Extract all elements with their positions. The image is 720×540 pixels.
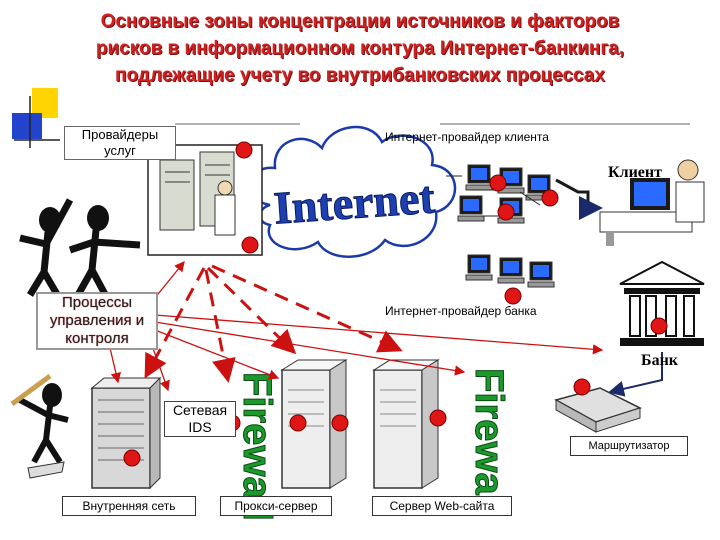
isp-bank-label: Интернет-провайдер банка xyxy=(385,304,537,318)
providers-picture xyxy=(147,144,263,256)
router-device xyxy=(554,387,642,433)
risk-dots xyxy=(123,141,668,467)
internet-cloud xyxy=(248,125,457,258)
proxy-label: Прокси-сервер xyxy=(220,496,332,516)
proxy-server-tower xyxy=(280,359,348,489)
client-person xyxy=(599,159,705,246)
risk-arrows xyxy=(109,260,604,392)
title-line-3: подлежащие учету во внутрибанковских про… xyxy=(115,65,605,86)
corner-decoration xyxy=(12,88,60,148)
processes-label: Процессы управления и контроля xyxy=(36,292,158,350)
title-line-1: Основные зоны концентрации источников и … xyxy=(100,11,620,32)
web-server-label: Сервер Web-сайта xyxy=(372,496,512,516)
internal-network-rack xyxy=(90,376,162,490)
internal-net-label: Внутренняя сеть xyxy=(62,496,196,516)
client-label: Клиент xyxy=(608,164,662,181)
internet-word: Internet xyxy=(272,171,437,233)
isp-client-label: Интернет-провайдер клиента xyxy=(385,130,549,144)
firewall-right-word: Firewall xyxy=(467,368,511,517)
people-figures xyxy=(10,198,141,479)
providers-label: Провайдеры услуг xyxy=(64,126,176,160)
router-label: Маршрутизатор xyxy=(570,436,688,456)
bank-building xyxy=(619,260,705,346)
title-line-2: рисков в информационном контура Интернет… xyxy=(95,38,625,59)
web-server-tower xyxy=(372,359,440,489)
bank-label: Банк xyxy=(641,352,679,369)
bank-isp-workstations xyxy=(465,254,555,288)
risk-connections xyxy=(144,264,403,383)
page-title: Основные зоны концентрации источников и … xyxy=(0,8,720,89)
network-ids-label: Сетевая IDS xyxy=(164,401,236,437)
